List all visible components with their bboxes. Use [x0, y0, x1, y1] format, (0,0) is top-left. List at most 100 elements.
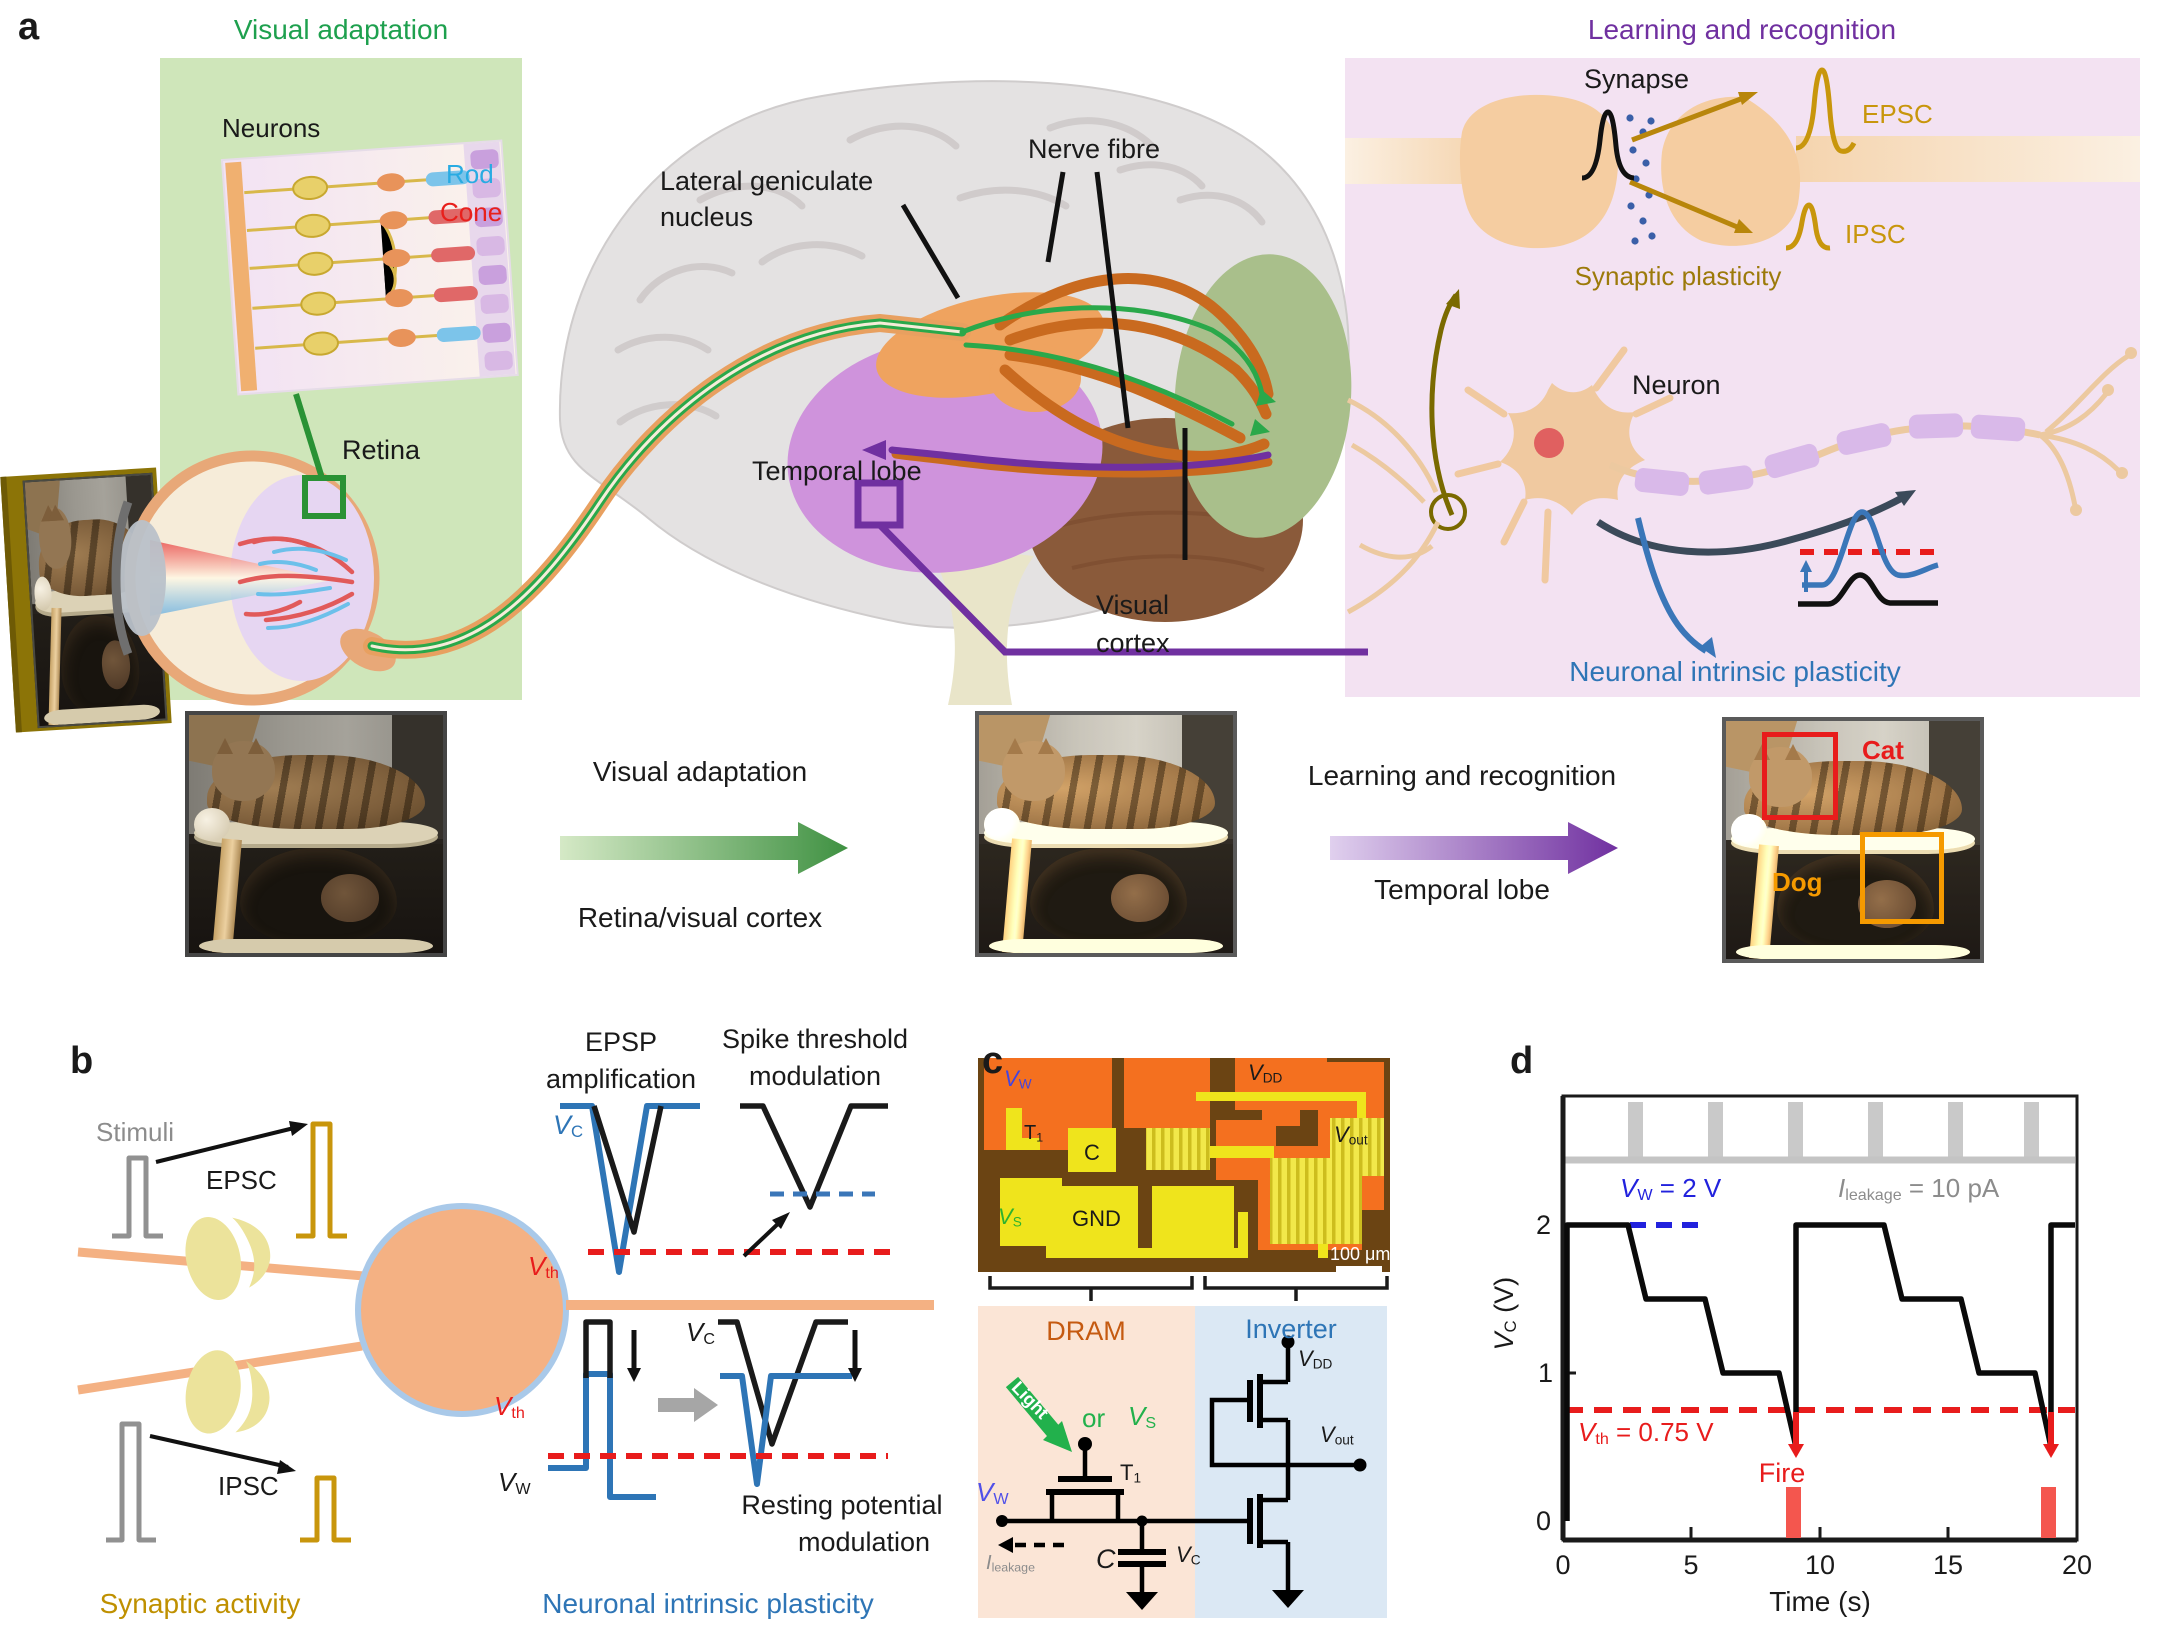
dendrites [1454, 346, 1674, 584]
vth-label-top: Vth [528, 1251, 559, 1282]
synapse-illustration [1345, 67, 2140, 251]
synaptic-activity-label: Synaptic activity [99, 1588, 301, 1619]
retina-inset [220, 139, 519, 396]
vc-axis-label: VC (V) [1489, 1276, 1521, 1351]
vc-waveform [1564, 1222, 2075, 1521]
resting-blue-spike [720, 1373, 852, 1487]
c-circuit-label: C [1096, 1544, 1116, 1574]
visual-adaptation-arrow [560, 822, 848, 874]
axon-terminal-branches [1346, 397, 1441, 615]
vc-label-2: VC [686, 1317, 715, 1348]
scene-photo-adapted [975, 711, 1237, 957]
fire-bar [1786, 1487, 1801, 1538]
scene-photo-original [185, 711, 447, 957]
brain-sulci [614, 117, 1266, 426]
epsc-b-label: EPSC [206, 1165, 277, 1195]
vw-pulse-black-cap [583, 1319, 613, 1378]
epsp-black-spike [591, 1105, 664, 1235]
temporal-connector-line [877, 522, 1368, 656]
vw-micrograph-label: VW [1004, 1066, 1032, 1092]
photo-dog-snout [1111, 874, 1170, 923]
xtick-15: 15 [1932, 1550, 1964, 1580]
ileakage-circuit-label: Ileakage [986, 1552, 1035, 1575]
dog-bounding-box [1860, 832, 1944, 924]
synaptic-plasticity-label: Synaptic plasticity [1574, 261, 1782, 291]
write-pulses [1628, 1102, 2039, 1158]
circuit-schematic [996, 1335, 1367, 1610]
presynaptic-terminal [1459, 94, 1619, 249]
photo-dog-snout [321, 874, 380, 923]
retina-cells [244, 170, 481, 356]
xtick-5: 5 [1683, 1550, 1699, 1580]
flow2-label: Learning and recognition [1307, 760, 1617, 791]
panel-label-a: a [18, 6, 40, 48]
time-axis-label: Time (s) [1769, 1586, 1871, 1617]
ipsc-b-label: IPSC [218, 1471, 279, 1501]
retinal-vessels [237, 536, 355, 630]
spike-threshold-label-2: modulation [748, 1061, 882, 1091]
vout-circuit-label: Vout [1320, 1422, 1354, 1448]
cat-ear-icon [1037, 730, 1054, 755]
cat-ear-icon [1784, 736, 1801, 761]
vc-circuit-label: VC [1176, 1542, 1201, 1568]
transition-arrow [658, 1388, 718, 1422]
visual-cortex-label-2: cortex [1096, 628, 1170, 658]
rod-label: Rod [446, 159, 494, 189]
soma-circle [355, 1203, 569, 1417]
temporal-marker-box [854, 479, 904, 529]
ipsc-gold-pulse [300, 1475, 351, 1543]
vw-pulse-blue [548, 1371, 656, 1500]
vw-label-b: VW [498, 1467, 531, 1498]
photo-rim [199, 938, 433, 953]
photo-ball [1731, 813, 1767, 848]
learning-recognition-title: Learning and recognition [1587, 14, 1897, 45]
neurons-label: Neurons [222, 113, 321, 143]
flow1-sub-label: Retina/visual cortex [577, 902, 823, 933]
spike-threshold-label: Spike threshold [721, 1024, 909, 1054]
nerve-fibre-label: Nerve fibre [1028, 134, 1161, 164]
synapse-label: Synapse [1584, 64, 1690, 94]
xtick-10: 10 [1804, 1550, 1836, 1580]
photo-shelf [194, 822, 438, 844]
threshold-black-spike [740, 1103, 888, 1210]
inverter-label: Inverter [1245, 1314, 1337, 1344]
retina-marker-box [302, 475, 346, 519]
scale-label: 100 μm [1330, 1244, 1391, 1264]
flow1-label: Visual adaptation [592, 756, 808, 787]
photo-ball [984, 807, 1020, 842]
epsc-spike [1795, 67, 1857, 154]
cat-tag: Cat [1862, 735, 1904, 765]
ytick-2: 2 [1536, 1210, 1552, 1240]
gnd-label: GND [1072, 1206, 1121, 1231]
light-beam [150, 540, 332, 616]
ipsc-label: IPSC [1845, 219, 1906, 249]
neuronal-intrinsic-plasticity-label: Neuronal intrinsic plasticity [1569, 656, 1901, 687]
stimuli-label: Stimuli [96, 1117, 175, 1147]
resting-potential-label: Resting potential [741, 1490, 943, 1520]
xtick-20: 20 [2061, 1550, 2093, 1580]
or-label: or [1082, 1403, 1106, 1433]
stimulus-pulse [112, 1155, 163, 1239]
panel-b-art [77, 1103, 934, 1543]
panel-label-c: c [982, 1040, 1004, 1082]
micrograph [978, 1058, 1390, 1275]
photo-ball [194, 807, 230, 842]
neuron-label: Neuron [1632, 370, 1721, 400]
vdd-circuit-label: VDD [1298, 1346, 1333, 1372]
fire-bar [2041, 1487, 2056, 1538]
vdd-micrograph-label: VDD [1248, 1060, 1283, 1086]
fire-arrows [1793, 1412, 2054, 1444]
neurotransmitters [1626, 114, 1656, 245]
label-lines [900, 171, 1188, 560]
cat-ear-icon [1006, 730, 1023, 755]
vs-micrograph-label: VS [998, 1204, 1022, 1230]
light-arrow [1005, 1376, 1061, 1438]
lgn-label-2: nucleus [660, 202, 754, 232]
visual-cortex-label: Visual [1096, 590, 1170, 620]
vth-annotation: Vth = 0.75 V [1578, 1417, 1714, 1448]
vs-circuit-label: VS [1128, 1401, 1157, 1432]
intrinsic-plasticity-arrow [1635, 517, 1708, 654]
nip-b-label: Neuronal intrinsic plasticity [542, 1588, 874, 1619]
